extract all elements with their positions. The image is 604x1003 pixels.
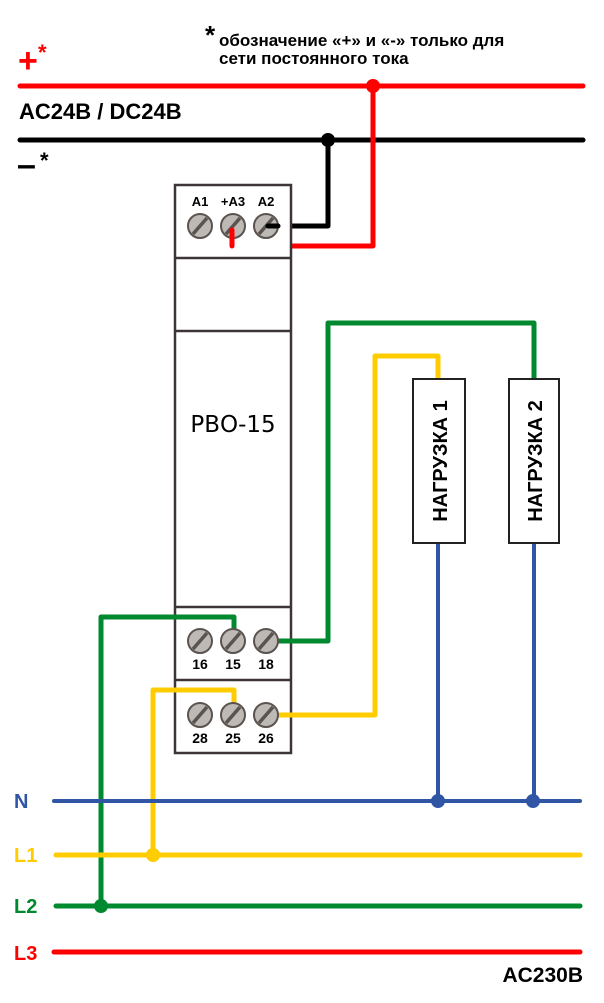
terminal-label-25: 25: [225, 730, 241, 746]
terminal-18-screw: [253, 628, 279, 654]
minus-junction: [321, 133, 335, 147]
plus-junction: [366, 79, 380, 93]
plus-asterisk: *: [38, 40, 47, 65]
terminal-16-screw: [187, 628, 213, 654]
load-2-label: НАГРУЗКА 2: [525, 400, 547, 522]
terminal-28-screw: [187, 702, 213, 728]
load-1-n-junction: [431, 794, 445, 808]
minus-wire: [276, 140, 331, 229]
terminal-a3-screw: [220, 213, 246, 239]
terminal-a1-screw: [187, 213, 213, 239]
load-2-n-junction: [526, 794, 540, 808]
l2-junction: [94, 899, 108, 913]
device-name: РВО-15: [190, 412, 275, 438]
terminal-15-screw: [220, 628, 246, 654]
l1-junction: [146, 848, 160, 862]
line-l1-label: L1: [14, 845, 37, 867]
l1-wire-to-25: [150, 687, 237, 855]
terminal-label-15: 15: [225, 656, 241, 672]
terminal-25-screw: [220, 702, 246, 728]
note-asterisk: *: [205, 20, 216, 50]
l2-wire-to-15: [98, 614, 237, 906]
terminal-label-a1: A1: [192, 194, 209, 209]
plus-label: +: [18, 42, 38, 80]
line-l3-label: L3: [14, 943, 37, 965]
terminal-screws: [187, 213, 279, 728]
note-line-2: сети постоянного тока: [219, 49, 409, 68]
load-1: НАГРУЗКА 1: [412, 378, 466, 544]
minus-label: –: [17, 146, 36, 184]
dc-voltage-label: AC24B / DC24B: [19, 99, 182, 124]
terminal-label-a2: A2: [258, 194, 275, 209]
device-rvo-15: РВО-15: [173, 183, 293, 755]
minus-asterisk: *: [40, 148, 49, 173]
terminal-label-a3: +A3: [221, 194, 245, 209]
wire-26-to-load-1: [277, 353, 441, 718]
line-l2-label: L2: [14, 896, 37, 918]
terminal-26-screw: [253, 702, 279, 728]
wire-18-to-load-2: [277, 320, 537, 644]
ac-voltage-label: AC230B: [502, 964, 583, 987]
load-1-label: НАГРУЗКА 1: [430, 400, 452, 522]
line-n-label: N: [14, 791, 28, 813]
terminal-label-16: 16: [192, 656, 208, 672]
terminal-label-18: 18: [258, 656, 274, 672]
terminal-label-28: 28: [192, 730, 208, 746]
note-line-1: обозначение «+» и «-» только для: [219, 31, 504, 50]
load-2: НАГРУЗКА 2: [508, 378, 560, 544]
terminal-label-26: 26: [258, 730, 274, 746]
